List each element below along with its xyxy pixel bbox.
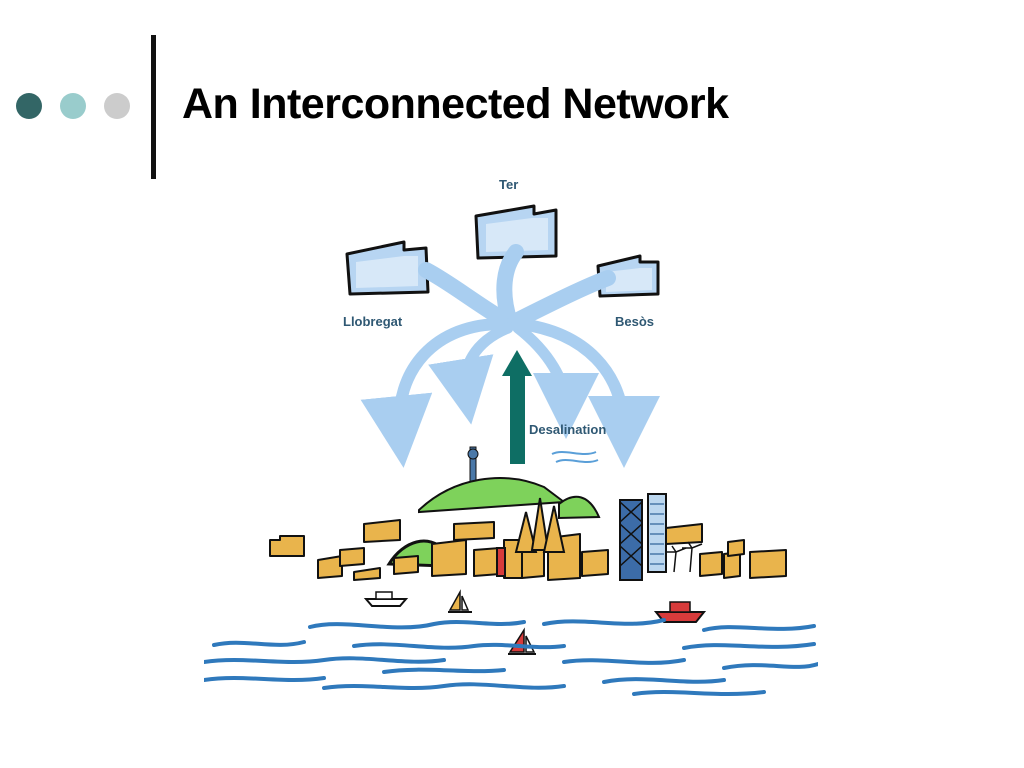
desalination-arrow — [502, 350, 532, 464]
hill-left — [418, 477, 567, 514]
dot-teal — [60, 93, 86, 119]
cathedral — [514, 497, 566, 553]
label-ter: Ter — [499, 177, 518, 192]
label-desalination: Desalination — [529, 422, 606, 437]
title-divider — [151, 35, 156, 179]
tower-icon — [467, 446, 479, 484]
skyscrapers — [619, 493, 667, 581]
label-llobregat: Llobregat — [343, 314, 403, 329]
boat-white — [363, 591, 409, 607]
reservoir-icon — [596, 254, 660, 298]
reservoir-icon — [345, 240, 430, 296]
reservoir-icon — [474, 204, 558, 260]
dot-dark — [16, 93, 42, 119]
decorative-dots — [16, 93, 136, 121]
palm-trees — [666, 541, 703, 573]
sailboat — [448, 589, 472, 613]
water-network-diagram: Ter Llobregat Besòs Desalination — [204, 152, 818, 700]
label-besos: Besòs — [615, 314, 654, 329]
water-intake-lines — [551, 451, 599, 463]
distribution-arrows — [360, 244, 660, 468]
dot-grey — [104, 93, 130, 119]
hill-right — [558, 495, 601, 520]
sea-waves — [204, 618, 818, 696]
red-tower — [496, 547, 506, 577]
slide-title: An Interconnected Network — [182, 80, 729, 128]
